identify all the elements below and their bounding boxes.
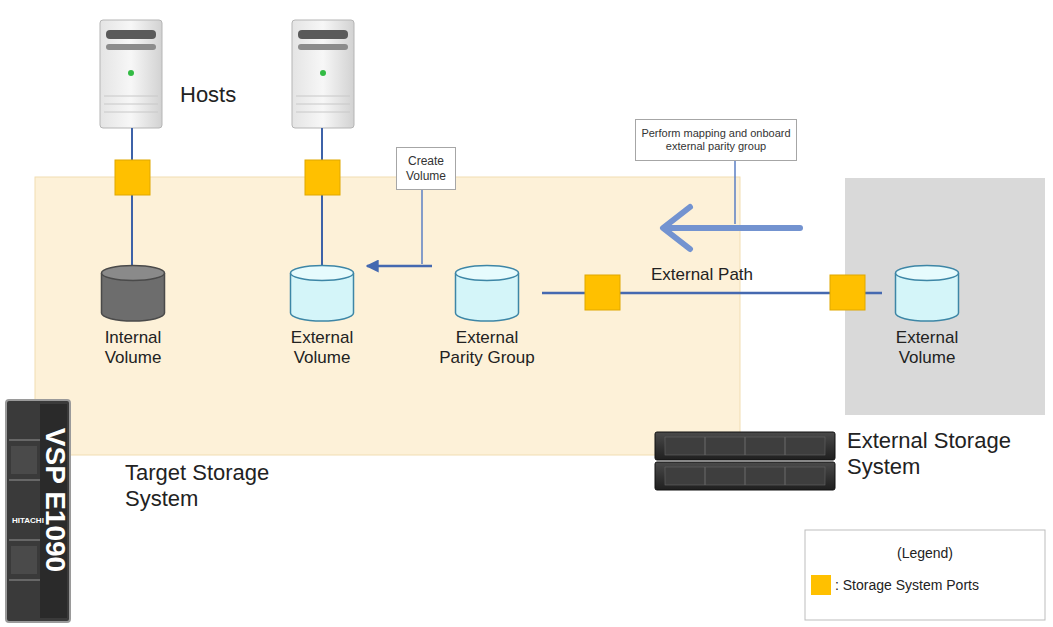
storage-port [585,275,620,310]
edge-label: External Path [651,265,753,285]
leader-line [421,190,423,264]
storage-port [830,275,865,310]
group-label: Hosts [180,82,236,108]
region-title: External Storage System [847,428,1045,480]
legend-text: : Storage System Ports [835,576,979,594]
rack-illustration [6,400,70,622]
legend-frame [805,530,1045,620]
volume-label: External Volume [277,328,367,368]
storage-region: Target Storage SystemInternal VolumeExte… [35,177,740,455]
volume-label: Internal Volume [88,328,178,368]
target-region [35,177,740,455]
storage-illustration [655,432,835,490]
callout-box: Create Volume [396,147,456,190]
onboard-arrow [663,207,800,249]
callout-text: Perform mapping and onboard external par… [640,127,792,153]
volume-cylinder: External Volume [882,264,972,368]
legend-heading: (Legend) [805,545,1045,561]
brand-text: VSP E1090 [40,400,70,600]
storage-port [305,160,340,195]
callout-box: Perform mapping and onboard external par… [635,119,797,161]
callout-text: Create Volume [401,154,451,183]
leader-line [734,161,736,224]
storage-region: External Storage SystemExternal Volume [845,178,1045,415]
volume-cylinder: External Parity Group [432,264,542,368]
external-region [845,178,1045,415]
cylinder-shape [100,264,166,322]
volume-label: External Volume [882,328,972,368]
cylinder-shape [894,264,960,322]
server-icon [292,20,354,128]
volume-label: External Parity Group [432,328,542,368]
cylinder-shape [454,264,520,322]
volume-cylinder: External Volume [277,264,367,368]
legend-swatch [811,575,831,595]
storage-port [115,160,150,195]
host-wire [321,128,323,266]
cylinder-shape [289,264,355,322]
brand-text: HITACHI [12,516,44,525]
volume-cylinder: Internal Volume [88,264,178,368]
region-title: Target Storage System [125,460,315,512]
host-wire [131,128,133,266]
server-icon [100,20,162,128]
connector-line [367,265,432,268]
